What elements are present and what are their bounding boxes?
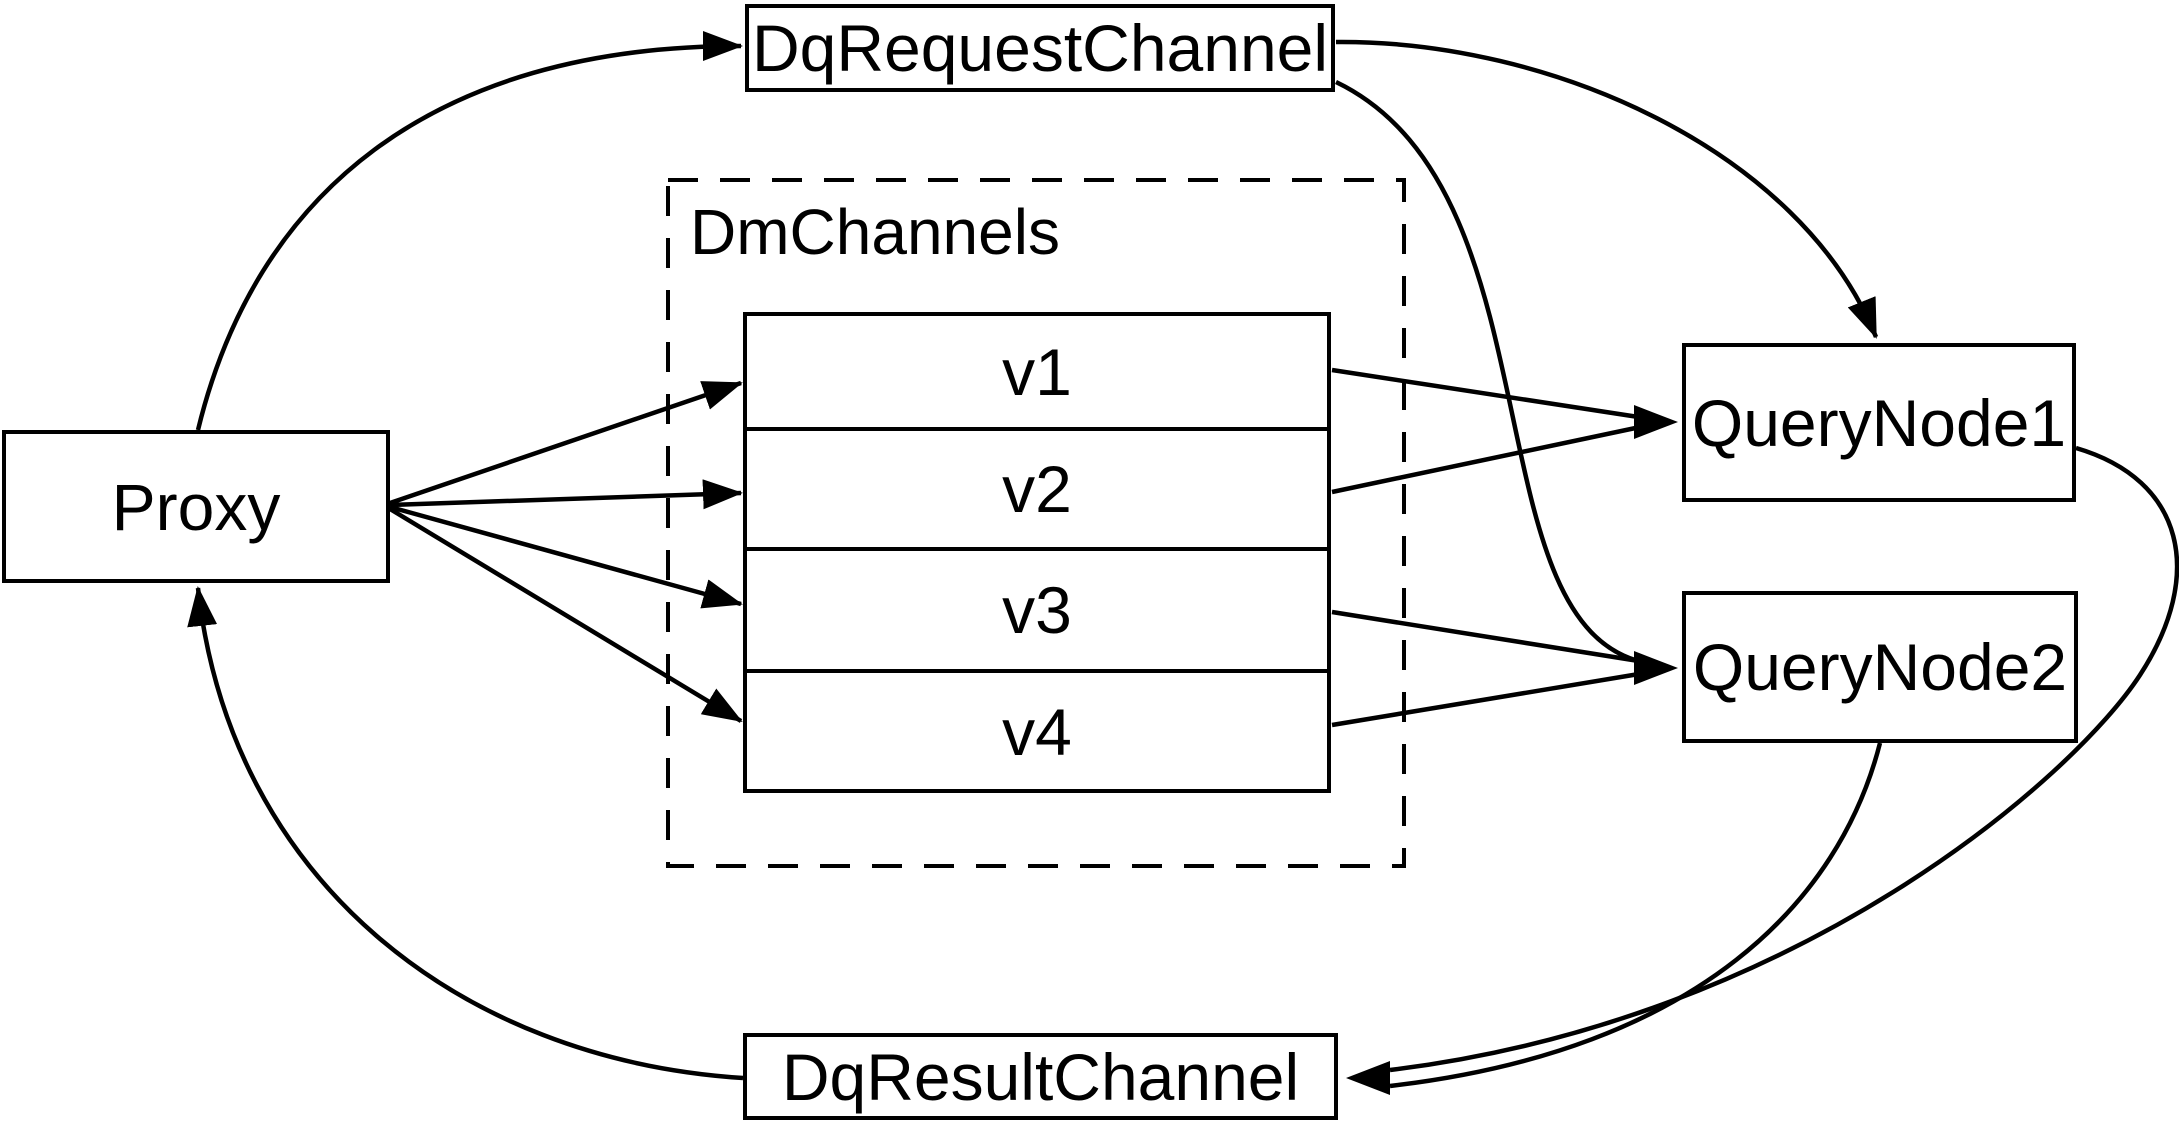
edge-proxy-to-dqrequest bbox=[195, 31, 743, 431]
edge-proxy-to-v2 bbox=[389, 479, 743, 510]
querynode2-box bbox=[1682, 591, 2078, 743]
edge-querynode2-to-dqresult bbox=[1389, 742, 1883, 1089]
edge-v1-to-querynode1 bbox=[1331, 367, 1646, 421]
edge-dqrequest-to-querynode1 bbox=[1335, 39, 1879, 339]
merged-arrowheads bbox=[1346, 405, 1678, 1095]
edge-querynode1-to-dqresult bbox=[1389, 445, 2179, 1073]
node-boxes bbox=[2, 4, 2078, 1120]
edge-v2-to-querynode1 bbox=[1331, 423, 1646, 495]
querynode1-box bbox=[1682, 343, 2076, 502]
edge-v4-to-querynode2 bbox=[1331, 670, 1646, 728]
arrowhead-into-dqresult bbox=[1346, 1061, 1390, 1095]
edge-dqrequest-to-querynode2 bbox=[1335, 79, 1643, 665]
edge-dqresult-to-proxy bbox=[187, 586, 744, 1081]
channel-table-box bbox=[743, 312, 1331, 793]
edge-proxy-to-v4 bbox=[388, 507, 743, 723]
edge-channel-fan bbox=[1331, 367, 1646, 728]
edge-curves bbox=[187, 31, 2179, 1089]
edge-proxy-to-v3 bbox=[389, 504, 743, 609]
dqresult-box bbox=[743, 1033, 1338, 1120]
edge-v3-to-querynode2 bbox=[1331, 609, 1646, 665]
dm-channels-group-border bbox=[666, 178, 1406, 868]
proxy-box bbox=[2, 430, 390, 583]
edge-proxy-to-v1 bbox=[389, 380, 743, 506]
arrowhead-into-querynode2 bbox=[1634, 651, 1678, 685]
dqrequest-box bbox=[745, 4, 1335, 92]
edge-proxy-fan bbox=[388, 380, 743, 723]
arrowhead-into-querynode1 bbox=[1634, 405, 1678, 439]
